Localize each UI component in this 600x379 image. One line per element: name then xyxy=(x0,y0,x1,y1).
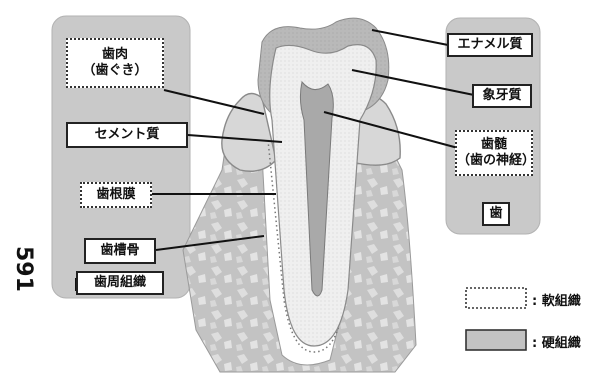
label-gingiva: 歯肉 （歯ぐき） xyxy=(66,38,164,88)
label-pulp: 歯髄 （歯の神経） xyxy=(455,130,533,176)
label-dentin: 象牙質 xyxy=(472,84,532,108)
label-alveolar-bone: 歯槽骨 xyxy=(84,238,156,264)
legend-soft-swatch xyxy=(466,288,526,308)
label-pdl: 歯根膜 xyxy=(80,182,152,208)
page-number: 591 xyxy=(11,246,36,292)
legend-hard-text: : 硬組織 xyxy=(532,332,581,351)
label-enamel: エナメル質 xyxy=(447,33,533,57)
legend-soft-text: : 軟組織 xyxy=(532,290,581,309)
label-cementum: セメント質 xyxy=(66,122,188,148)
label-tooth: 歯 xyxy=(482,202,510,226)
label-periodontium: 歯周組織 xyxy=(76,271,164,295)
legend-hard-swatch xyxy=(466,330,526,350)
